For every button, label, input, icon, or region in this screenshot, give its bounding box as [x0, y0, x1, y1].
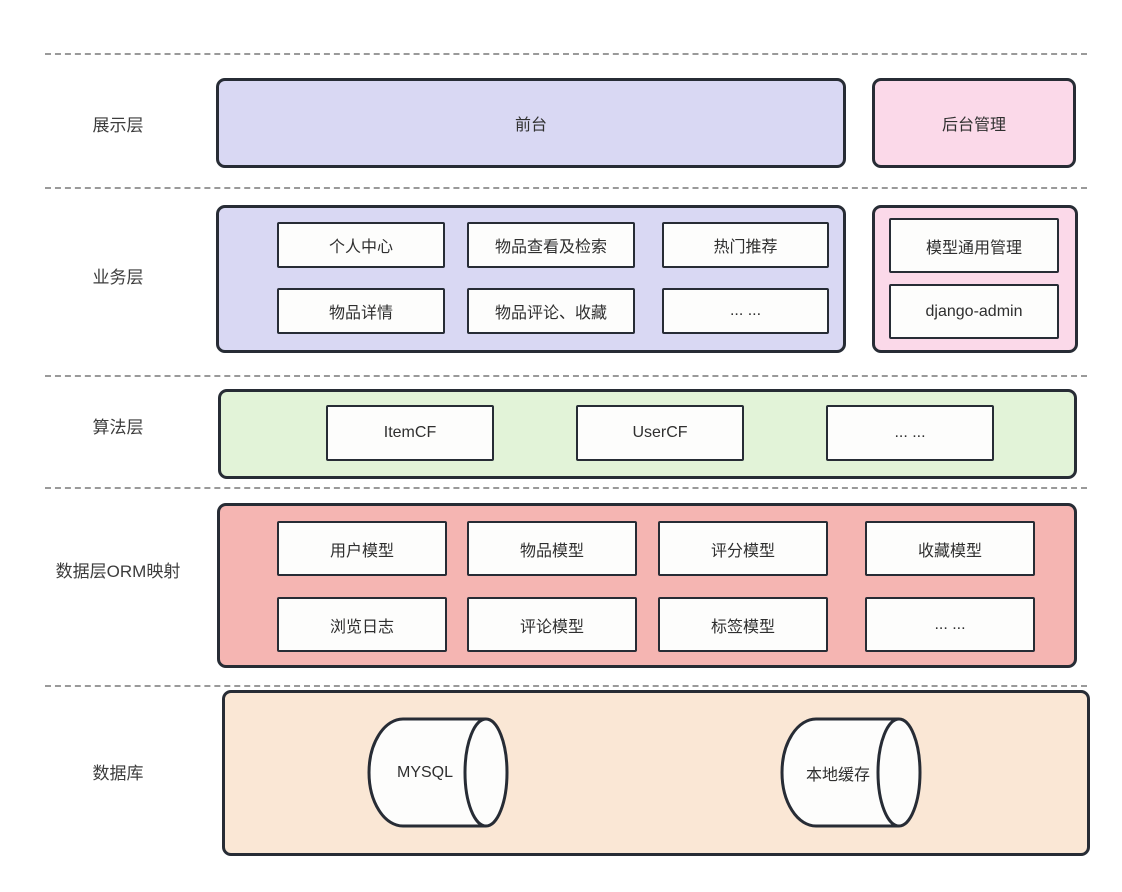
business-chip-hot-recommend: 热门推荐 — [662, 222, 829, 268]
cylinder-icon — [367, 717, 509, 828]
algorithm-chip-itemcf: ItemCF — [326, 405, 494, 461]
algorithm-chip-usercf: UserCF — [576, 405, 744, 461]
layer-label-algorithm: 算法层 — [92, 418, 144, 437]
dashed-divider — [45, 685, 1087, 687]
layer-label-presentation: 展示层 — [92, 116, 144, 135]
algorithm-chip-ellipsis: ... ... — [826, 405, 994, 461]
orm-chip-item-model: 物品模型 — [467, 521, 637, 576]
cylinder-label: 本地缓存 — [805, 766, 870, 784]
layer-label-business: 业务层 — [92, 268, 144, 287]
business-chip-item-detail: 物品详情 — [277, 288, 445, 334]
presentation-admin-box: 后台管理 — [872, 78, 1076, 168]
business-chip-comment-favorite: 物品评论、收藏 — [467, 288, 635, 334]
database-container — [222, 690, 1090, 856]
database-cylinder-mysql: MYSQL — [367, 717, 510, 828]
presentation-front-box: 前台 — [216, 78, 846, 168]
business-chip-item-view-search: 物品查看及检索 — [467, 222, 635, 268]
dashed-divider — [45, 53, 1087, 55]
layer-label-data-orm: 数据层ORM映射 — [55, 562, 181, 581]
orm-chip-browse-log: 浏览日志 — [277, 597, 447, 652]
layer-label-database: 数据库 — [92, 764, 144, 783]
orm-chip-tag-model: 标签模型 — [658, 597, 828, 652]
dashed-divider — [45, 375, 1087, 377]
business-chip-django-admin: django-admin — [889, 284, 1059, 339]
cylinder-icon — [780, 717, 922, 828]
orm-chip-user-model: 用户模型 — [277, 521, 447, 576]
orm-chip-rating-model: 评分模型 — [658, 521, 828, 576]
business-chip-ellipsis: ... ... — [662, 288, 829, 334]
dashed-divider — [45, 187, 1087, 189]
cylinder-label: MYSQL — [396, 763, 453, 781]
business-chip-personal-center: 个人中心 — [277, 222, 445, 268]
orm-chip-comment-model: 评论模型 — [467, 597, 637, 652]
business-chip-model-admin: 模型通用管理 — [889, 218, 1059, 273]
dashed-divider — [45, 487, 1087, 489]
database-cylinder-local-cache: 本地缓存 — [780, 717, 923, 828]
orm-chip-favorite-model: 收藏模型 — [865, 521, 1035, 576]
orm-chip-ellipsis: ... ... — [865, 597, 1035, 652]
